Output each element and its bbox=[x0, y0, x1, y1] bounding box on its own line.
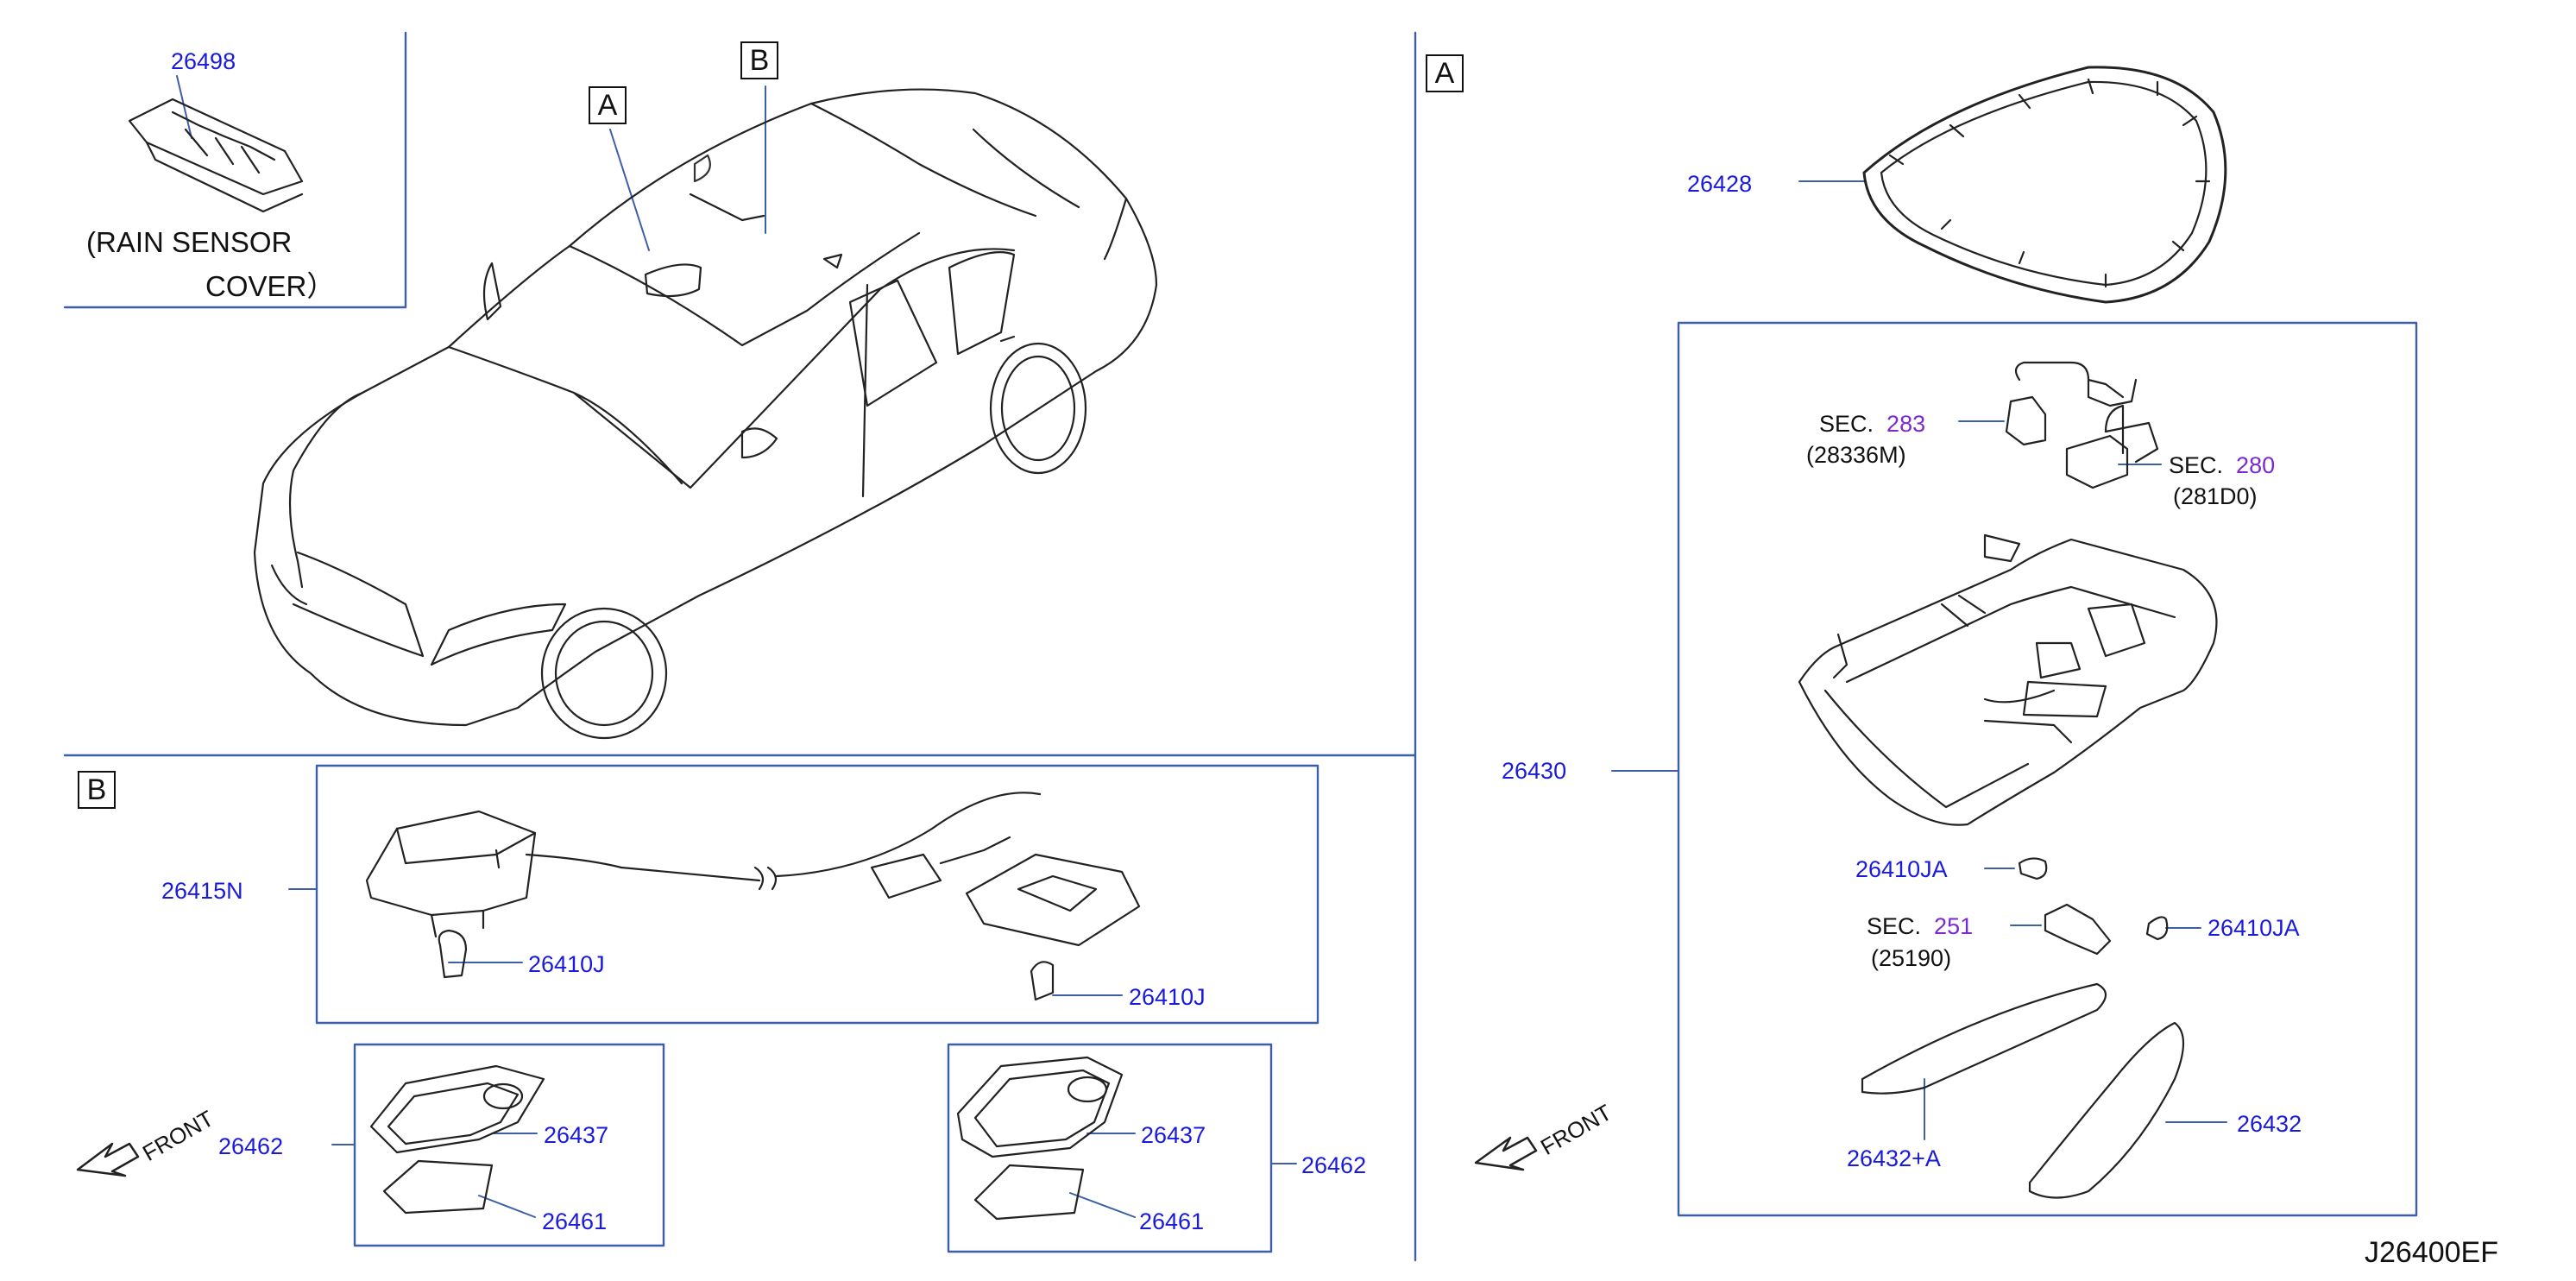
part-number-26432: 26432 bbox=[2237, 1111, 2302, 1137]
left-lamp-26461: 26461 bbox=[542, 1208, 608, 1234]
console-26430-illustration bbox=[1798, 533, 2218, 826]
sec-280-ref: (281D0) bbox=[2173, 483, 2258, 509]
sec-283-ref: (28336M) bbox=[1806, 442, 1906, 468]
sec-251-prefix: SEC. bbox=[1867, 913, 1922, 939]
car-illustration bbox=[253, 88, 1158, 740]
leader-lines bbox=[176, 75, 2227, 1218]
part-number-26410ja-right: 26410JA bbox=[2208, 915, 2300, 941]
sec-251-ref: (25190) bbox=[1871, 945, 1952, 971]
rain-sensor-caption-1: (RAIN SENSOR bbox=[86, 226, 293, 258]
part-number-26430: 26430 bbox=[1502, 758, 1567, 784]
sec-280-prefix: SEC. bbox=[2169, 452, 2224, 478]
view-label-a: A bbox=[589, 86, 627, 124]
left-lamp-26462: 26462 bbox=[218, 1133, 284, 1159]
map-lamp-harness-illustration bbox=[365, 792, 1141, 1001]
section-label-b: B bbox=[78, 771, 116, 809]
right-lamp-26437: 26437 bbox=[1141, 1122, 1206, 1148]
sec-283-prefix: SEC. bbox=[1819, 411, 1874, 437]
part-number-26498: 26498 bbox=[171, 48, 236, 74]
small-parts-illustration bbox=[1861, 857, 2184, 1199]
part-number-26410ja-left: 26410JA bbox=[1855, 856, 1948, 882]
diagram-code: J26400EF bbox=[2365, 1236, 2498, 1269]
harness-illustration bbox=[2005, 361, 2159, 489]
sec-251-label: SEC. 251 bbox=[1867, 913, 1973, 940]
section-label-a: A bbox=[1426, 54, 1464, 92]
part-number-26410j-left: 26410J bbox=[528, 951, 605, 977]
bezel-26428-illustration bbox=[1862, 66, 2227, 304]
sec-280-number: 280 bbox=[2236, 452, 2276, 478]
right-lamp-illustration bbox=[956, 1056, 1124, 1221]
part-number-26410j-right: 26410J bbox=[1129, 984, 1206, 1010]
sec-283-number: 283 bbox=[1886, 411, 1926, 437]
sec-251-number: 251 bbox=[1934, 913, 1974, 939]
part-number-26432a: 26432+A bbox=[1847, 1145, 1941, 1171]
rain-sensor-cover-illustration bbox=[128, 98, 304, 213]
frame-lines bbox=[63, 31, 2418, 1262]
part-number-26428: 26428 bbox=[1687, 171, 1753, 197]
left-lamp-26437: 26437 bbox=[544, 1122, 609, 1148]
rain-sensor-caption-2: COVER） bbox=[205, 270, 336, 302]
part-number-26415n: 26415N bbox=[161, 878, 243, 904]
sec-280-label: SEC. 280 bbox=[2169, 452, 2275, 479]
left-lamp-illustration bbox=[369, 1064, 545, 1215]
front-arrow-icon bbox=[76, 1136, 1538, 1177]
right-lamp-26461: 26461 bbox=[1139, 1208, 1205, 1234]
view-label-b: B bbox=[740, 41, 778, 79]
right-lamp-26462: 26462 bbox=[1301, 1152, 1367, 1178]
sec-283-label: SEC. 283 bbox=[1819, 411, 1925, 438]
